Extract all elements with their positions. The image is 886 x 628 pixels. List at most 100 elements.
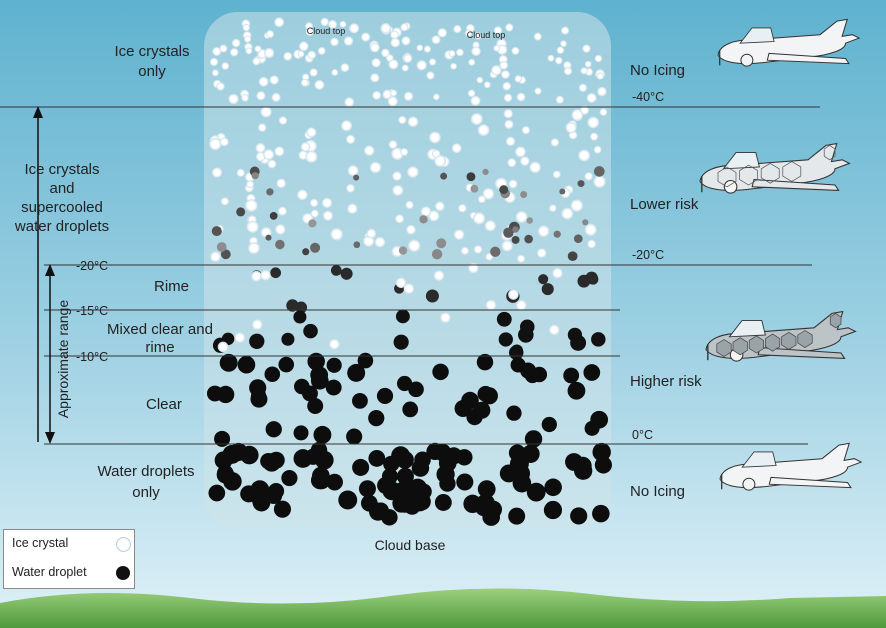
water-droplet	[570, 334, 587, 351]
water-droplet	[376, 387, 394, 405]
water-droplet	[303, 323, 318, 339]
ice-crystal	[594, 54, 603, 63]
water-droplet	[592, 504, 610, 523]
water-droplet	[383, 455, 400, 472]
ice-crystal	[550, 138, 560, 147]
rime-label: Rime	[154, 278, 189, 295]
ice-crystal	[505, 136, 516, 146]
water-droplet	[308, 219, 317, 228]
ice-crystal	[400, 23, 409, 32]
water-droplet	[372, 502, 389, 519]
ice-crystal	[426, 71, 435, 80]
ice-crystal	[547, 54, 555, 62]
water-droplet	[592, 442, 611, 462]
ice-crystal	[580, 67, 588, 75]
ice-crystal	[433, 270, 445, 281]
ice-crystal	[297, 50, 305, 58]
ice-crystal	[371, 58, 381, 68]
ice-crystal	[244, 35, 252, 43]
ice-crystal	[589, 132, 599, 141]
temp-minus20-left: -20°C	[76, 259, 108, 273]
ice-crystal	[275, 224, 286, 235]
mixed-zone-arrow	[33, 106, 43, 442]
ice-crystal	[437, 28, 448, 38]
water-droplet	[346, 428, 363, 445]
ice-crystal	[401, 64, 409, 72]
ice-crystal	[274, 146, 285, 157]
water-droplet	[307, 352, 325, 371]
ice-crystal	[317, 46, 326, 55]
ice-crystal	[372, 90, 382, 100]
ice-crystal	[501, 240, 513, 252]
ice-crystal	[209, 137, 222, 151]
water-droplet	[340, 267, 353, 280]
ice-crystal	[521, 126, 531, 135]
ice-crystal	[586, 92, 597, 104]
ice-crystal	[260, 269, 271, 281]
ice-crystal	[264, 47, 275, 59]
water-droplet	[498, 332, 513, 347]
water-droplet	[281, 332, 295, 346]
ice-crystal	[537, 225, 550, 238]
ice-crystal	[266, 30, 275, 39]
water-droplet	[476, 353, 494, 371]
mixed-zone-label-line4: water droplets	[14, 218, 109, 235]
ice-crystal	[453, 229, 465, 240]
water-droplet	[266, 188, 274, 196]
water-droplet	[368, 449, 386, 467]
water-droplet	[477, 385, 494, 402]
cloud-top-label-left: Cloud top	[307, 26, 346, 36]
ice-crystal	[406, 224, 416, 235]
water-droplet	[470, 184, 479, 193]
ice-crystal	[331, 69, 339, 76]
water-droplet	[237, 355, 256, 374]
water-droplet	[526, 482, 546, 502]
ice-crystal	[241, 94, 249, 102]
ice-crystal	[450, 62, 457, 70]
water-droplet	[482, 168, 489, 176]
water-droplet	[463, 494, 482, 514]
ice-crystal	[246, 220, 259, 233]
ice-crystal	[493, 26, 503, 35]
ice-crystal	[584, 223, 597, 236]
ice-crystal	[271, 92, 281, 103]
ice-crystal	[363, 145, 375, 156]
water-only-label-line2: only	[132, 484, 160, 501]
water-droplet	[265, 234, 272, 241]
ice-crystal	[431, 35, 441, 45]
water-droplet	[307, 398, 324, 414]
clear-label: Clear	[146, 396, 182, 413]
ice-crystal	[300, 142, 311, 152]
mixed-zone-label-line1: Ice crystals	[24, 161, 99, 178]
water-droplet	[352, 458, 370, 476]
water-droplet	[249, 333, 265, 349]
ice-crystal	[349, 23, 360, 34]
water-droplet	[252, 493, 271, 512]
ice-crystal	[382, 89, 392, 100]
water-droplet	[268, 483, 285, 500]
water-droplet	[358, 480, 376, 498]
ice-crystal	[341, 120, 353, 132]
ice-crystal	[536, 248, 547, 258]
ice-crystal	[306, 127, 317, 138]
mixed-zone-label-line3: supercooled	[21, 199, 103, 216]
ice-crystal	[470, 112, 483, 125]
ice-crystal	[431, 149, 441, 158]
ice-crystal	[455, 48, 464, 57]
ice-crystal	[251, 270, 262, 282]
risk-lower: Lower risk	[630, 196, 699, 213]
ice-crystal	[309, 68, 318, 77]
ice-crystal	[347, 203, 358, 214]
ice-crystal	[392, 184, 404, 196]
water-droplet	[526, 217, 534, 224]
risk-no-icing-bottom: No Icing	[630, 483, 685, 500]
water-droplet	[270, 267, 282, 279]
ice-crystal	[468, 58, 476, 66]
ice-crystal	[390, 37, 401, 48]
ice-crystal	[212, 47, 222, 56]
ice-crystal	[297, 189, 308, 201]
ice-crystal	[458, 203, 467, 213]
water-droplet	[524, 430, 543, 448]
ice-crystal	[556, 46, 565, 55]
